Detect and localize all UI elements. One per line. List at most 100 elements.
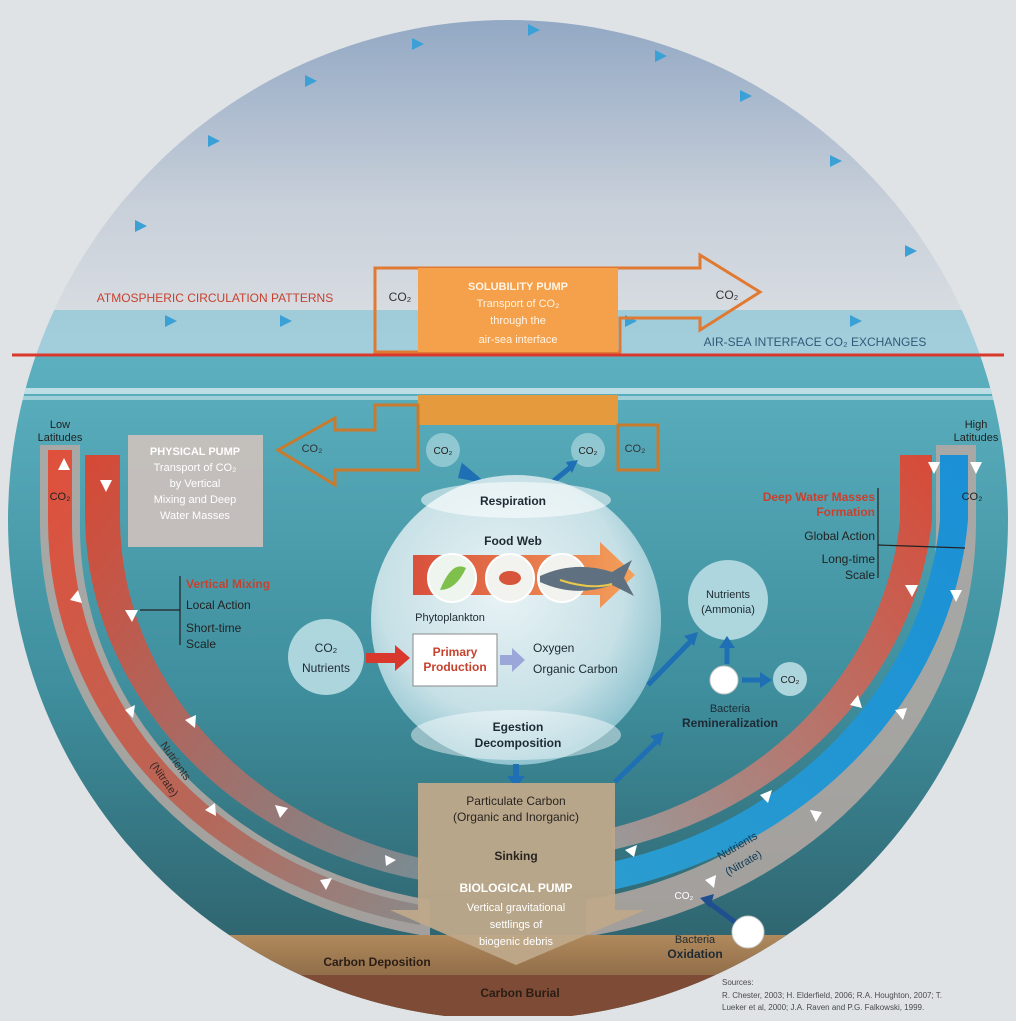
globe-to-carbon-arrow	[507, 776, 525, 788]
biological-pump-arrow	[390, 783, 645, 965]
deep-water-pointer	[877, 544, 966, 549]
remin-bacteria: Bacteria	[710, 703, 751, 715]
primary-production-line1: Primary	[433, 645, 478, 659]
solubility-co2-in: CO₂	[389, 290, 412, 304]
remin-co2: CO₂	[781, 675, 800, 686]
inputs-co2: CO₂	[315, 641, 338, 655]
physical-pump-line1: Transport of CO₂	[154, 462, 237, 474]
physical-co2-right: CO₂	[625, 443, 646, 455]
biological-pump-line3: biogenic debris	[479, 936, 553, 948]
phytoplankton-label: Phytoplankton	[415, 612, 485, 624]
sinking-label: Sinking	[494, 849, 537, 863]
respiration-label: Respiration	[480, 494, 546, 508]
sources-line2: Lueker et al, 2000; J.A. Raven and P.G. …	[722, 1003, 924, 1012]
right-loop-co2: CO₂	[962, 491, 983, 503]
respiration-co2-bubble-right	[571, 433, 605, 467]
remineralization: Nutrients (Ammonia) CO₂ Bacteria Reminer…	[613, 560, 807, 784]
primary-production-box	[412, 633, 498, 687]
carbon-to-remin-arrow	[650, 732, 664, 746]
vertical-mixing-title: Vertical Mixing	[186, 577, 270, 591]
decomposition-label: Decomposition	[475, 736, 562, 750]
remin-co2-bubble	[773, 662, 807, 696]
sources-heading: Sources:	[722, 978, 754, 987]
oxidation-co2: CO₂	[675, 891, 694, 902]
air-sea-interface-label: AIR-SEA INTERFACE CO₂ EXCHANGES	[704, 335, 927, 349]
food-web-globe	[371, 475, 661, 765]
physical-pump-left-arrow	[275, 403, 420, 488]
tuna-fish-icon	[540, 560, 634, 596]
solubility-pump-title: SOLUBILITY PUMP	[468, 281, 568, 293]
physical-pump-line3: Mixing and Deep	[154, 494, 237, 506]
right-inner-loop	[612, 455, 932, 850]
high-latitudes-line1: High	[965, 419, 988, 431]
deep-water-line1: Global Action	[804, 529, 875, 543]
atmospheric-circulation-label: ATMOSPHERIC CIRCULATION PATTERNS	[97, 291, 333, 305]
biological-pump-line2: settlings of	[490, 919, 544, 931]
oxidation-label: Oxidation	[667, 947, 722, 961]
oxidation-bacteria: Bacteria	[675, 934, 716, 946]
sources: Sources: R. Chester, 2003; H. Elderfield…	[722, 978, 942, 1012]
low-latitudes-line1: Low	[50, 419, 70, 431]
bacteria-to-co2-arrow	[760, 672, 772, 688]
left-inner-loop	[85, 455, 420, 880]
primary-production-line2: Production	[423, 660, 486, 674]
physical-pump-line2: by Vertical	[170, 478, 221, 490]
physical-pump-arrow: CO₂ CO₂	[275, 395, 660, 488]
deep-water-line3: Scale	[845, 568, 875, 582]
globe-to-ammonia-arrow	[684, 632, 698, 646]
respiration-co2: CO₂ CO₂	[426, 433, 605, 490]
solubility-pump-box	[418, 268, 618, 352]
solubility-pump: CO₂ CO₂ SOLUBILITY PUMP Transport of CO₂…	[373, 252, 763, 354]
physical-pump-right-arrow	[616, 423, 660, 472]
solubility-co2-out: CO₂	[716, 288, 739, 302]
crab-body	[499, 571, 521, 585]
vertical-mixing-line1: Local Action	[186, 598, 251, 612]
circulation-loops	[39, 445, 982, 935]
biological-pump-line1: Vertical gravitational	[467, 902, 565, 914]
carbon-deposition-label: Carbon Deposition	[323, 955, 430, 969]
deep-water-title-line1: Deep Water Masses	[763, 490, 876, 504]
seafloor: Carbon Deposition Carbon Burial Bacteria…	[323, 891, 765, 1000]
production-output-arrow	[500, 648, 525, 672]
oxidation-to-co2-arrow	[700, 894, 714, 908]
vertical-mixing-legend: Vertical Mixing Local Action Short-time …	[140, 576, 270, 651]
biological-pump: Particulate Carbon (Organic and Inorgani…	[390, 764, 645, 965]
respiration-co2-bubble-left	[426, 433, 460, 467]
vertical-mixing-line3: Scale	[186, 637, 216, 651]
deep-water-line2: Long-time	[822, 552, 876, 566]
globe-highlight-top	[421, 482, 611, 518]
inputs-arrow	[366, 645, 410, 671]
vertical-mixing-line2: Short-time	[186, 621, 242, 635]
carbon-burial-label: Carbon Burial	[480, 986, 559, 1000]
organic-carbon-label: Organic Carbon	[533, 662, 618, 676]
respiration-co2-left: CO₂	[434, 446, 453, 457]
physical-co2-left: CO₂	[302, 443, 323, 455]
ammonia-bubble	[688, 560, 768, 640]
globe-highlight-bottom	[411, 710, 621, 760]
bacteria-to-ammonia-arrow	[719, 636, 735, 648]
physical-pump-line4: Water Masses	[160, 510, 230, 522]
latitude-labels: Low Latitudes High Latitudes	[38, 419, 999, 444]
solubility-pump-line2: through the	[490, 315, 546, 327]
sources-line1: R. Chester, 2003; H. Elderfield, 2006; R…	[722, 991, 942, 1000]
particulate-line2: (Organic and Inorganic)	[453, 810, 579, 824]
oxidation-bacteria-icon	[731, 915, 765, 949]
high-latitudes-line2: Latitudes	[954, 432, 999, 444]
inputs-bubble: CO₂ Nutrients	[288, 619, 410, 695]
left-warm-loop	[47, 450, 421, 925]
egestion-label: Egestion	[493, 720, 544, 734]
phytoplankton-cell	[440, 566, 466, 590]
physical-pump: PHYSICAL PUMP Transport of CO₂ by Vertic…	[128, 435, 263, 547]
ammonia-line2: (Ammonia)	[701, 604, 755, 616]
inputs-circle	[288, 619, 364, 695]
low-latitudes-line2: Latitudes	[38, 432, 83, 444]
left-loop-co2: CO₂	[50, 491, 71, 503]
respiration-co2-right: CO₂	[579, 446, 598, 457]
bacteria-icon	[709, 665, 739, 695]
sky-circulation-markers	[135, 24, 917, 327]
remineralization-label: Remineralization	[682, 716, 778, 730]
particulate-line1: Particulate Carbon	[466, 794, 565, 808]
flow-arrows	[58, 458, 982, 890]
